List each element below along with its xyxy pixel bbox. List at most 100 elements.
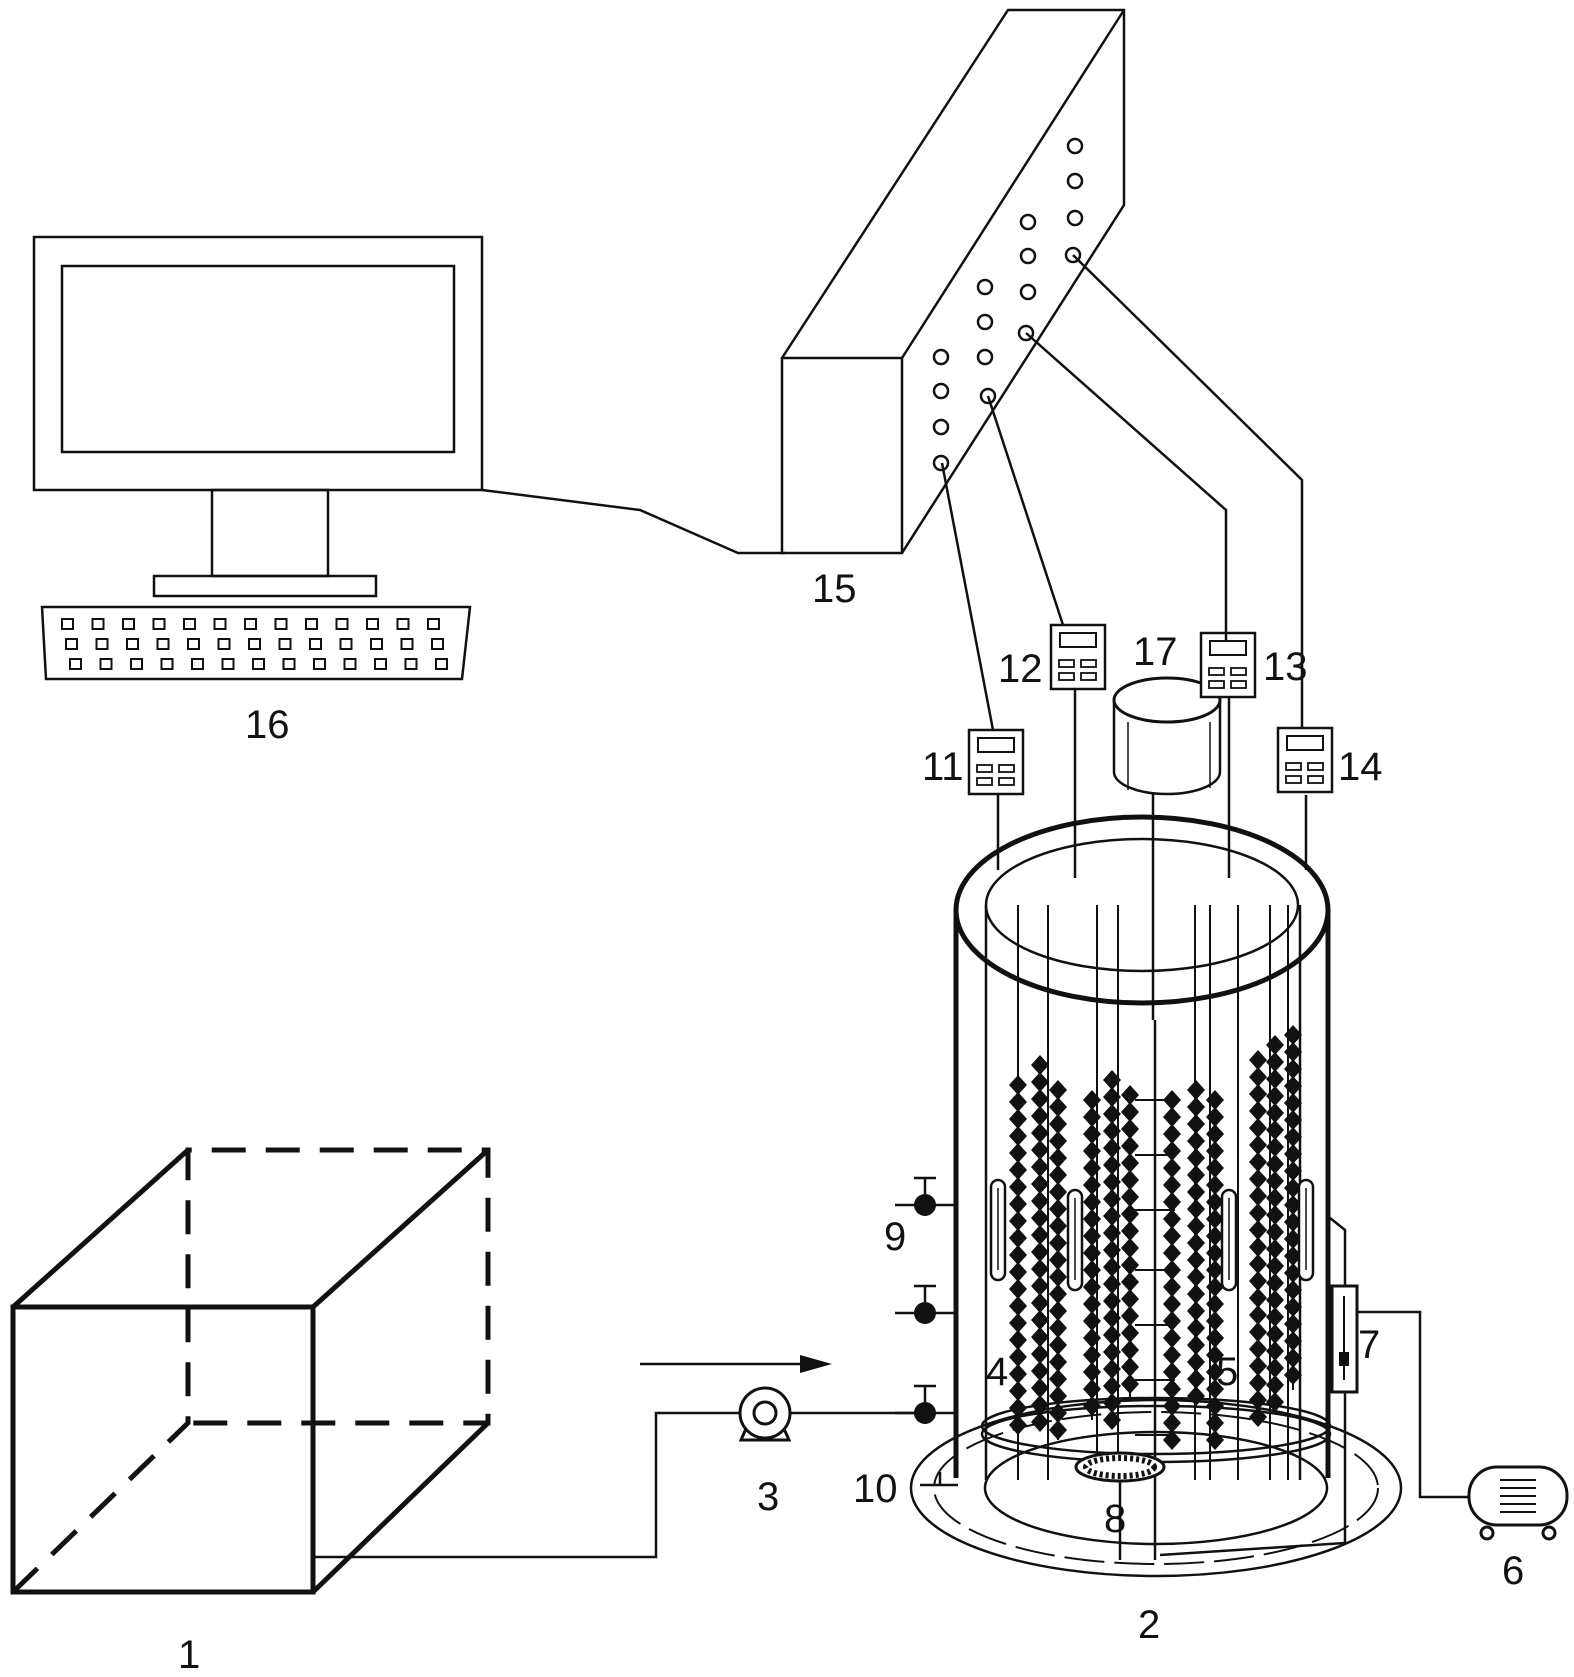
filler-diamond	[1031, 1140, 1049, 1160]
filler-diamond	[1103, 1291, 1121, 1311]
filler-diamond	[1103, 1070, 1121, 1090]
filler-diamond	[1163, 1396, 1181, 1416]
filler-diamond	[1206, 1158, 1224, 1178]
filler-diamond	[1103, 1155, 1121, 1175]
filler-diamond	[1284, 1161, 1302, 1181]
filler-diamond	[1266, 1171, 1284, 1191]
filler-diamond	[1206, 1311, 1224, 1331]
filler-diamond	[1163, 1430, 1181, 1450]
filler-diamond	[1163, 1260, 1181, 1280]
filler-diamond	[1049, 1148, 1067, 1168]
filler-diamond	[1121, 1119, 1139, 1139]
filler-diamond	[1266, 1035, 1284, 1055]
key	[69, 658, 82, 670]
monitor-base	[152, 574, 378, 598]
filler-diamond	[1031, 1208, 1049, 1228]
filler-diamond	[1206, 1209, 1224, 1229]
filler-diamond	[1266, 1154, 1284, 1174]
filler-diamond	[1284, 1263, 1302, 1283]
filler-diamond	[1121, 1272, 1139, 1292]
filler-diamond	[1249, 1101, 1267, 1121]
filler-diamond	[1083, 1260, 1101, 1280]
key	[274, 618, 288, 630]
filler-diamond	[1187, 1233, 1205, 1253]
filler-diamond	[1083, 1294, 1101, 1314]
key	[99, 658, 113, 670]
filler-diamond	[1083, 1277, 1101, 1297]
air-supply-line	[1159, 1392, 1347, 1557]
tank-edge	[311, 1148, 490, 1309]
filler-diamond	[1163, 1379, 1181, 1399]
filler-diamond	[1103, 1240, 1121, 1260]
tank-hidden-edges	[11, 1147, 491, 1594]
filler-diamond	[1187, 1114, 1205, 1134]
filler-strings	[1009, 1025, 1302, 1450]
filler-diamond	[1083, 1158, 1101, 1178]
filler-diamond	[1049, 1233, 1067, 1253]
key	[339, 638, 353, 650]
filler-diamond	[1083, 1362, 1101, 1382]
filler-diamond	[1163, 1413, 1181, 1433]
filler-diamond	[1103, 1325, 1121, 1345]
filler-diamond	[1009, 1211, 1027, 1231]
filler-diamond	[1121, 1221, 1139, 1241]
filler-diamond	[1031, 1089, 1049, 1109]
filler-diamond	[1009, 1245, 1027, 1265]
filler-diamond	[1031, 1055, 1049, 1075]
filler-diamond	[1049, 1420, 1067, 1440]
filler-diamond	[1249, 1322, 1267, 1342]
label-light-source: 17	[1133, 630, 1178, 674]
filler-diamond	[1031, 1412, 1049, 1432]
label-aerator: 8	[1104, 1497, 1126, 1541]
filler-diamond	[1284, 1093, 1302, 1113]
filler-diamond	[1121, 1255, 1139, 1275]
filler-diamond	[1284, 1246, 1302, 1266]
filler-diamond	[1049, 1352, 1067, 1372]
filler-diamond	[1049, 1318, 1067, 1338]
meter-display	[1209, 640, 1247, 656]
flow-arrow	[640, 1355, 832, 1373]
filler-diamond	[1049, 1403, 1067, 1423]
filler-diamond	[1163, 1243, 1181, 1263]
logger-body	[780, 8, 1126, 555]
filler-diamond	[1049, 1114, 1067, 1134]
filler-diamond	[1187, 1199, 1205, 1219]
filler-diamond	[1083, 1090, 1101, 1110]
port	[1019, 283, 1037, 301]
filler-diamond	[1187, 1097, 1205, 1117]
filler-diamond	[1103, 1342, 1121, 1362]
key	[335, 618, 349, 630]
filler-diamond	[1083, 1311, 1101, 1331]
monitor-screen	[60, 264, 456, 454]
meter-button	[1285, 762, 1302, 771]
key	[65, 638, 78, 650]
key	[160, 658, 174, 670]
filler-diamond	[1266, 1375, 1284, 1395]
meter-button	[976, 764, 993, 773]
filler-diamond	[1249, 1067, 1267, 1087]
filler-diamond	[1009, 1126, 1027, 1146]
filler-diamond	[1206, 1124, 1224, 1144]
filler-diamond	[1103, 1257, 1121, 1277]
filler-diamond	[1009, 1364, 1027, 1384]
reactor-column	[909, 814, 1403, 1578]
filler-diamond	[1163, 1209, 1181, 1229]
port	[1019, 247, 1037, 265]
filler-diamond	[1031, 1174, 1049, 1194]
filler-diamond	[1187, 1386, 1205, 1406]
filler-diamond	[1206, 1277, 1224, 1297]
meter-button	[1307, 775, 1324, 784]
filler-diamond	[1249, 1152, 1267, 1172]
filler-diamond	[1284, 1110, 1302, 1130]
filler-diamond	[1031, 1123, 1049, 1143]
base-groove	[933, 1411, 1379, 1565]
filler-diamond	[1103, 1393, 1121, 1413]
filler-diamond	[1206, 1396, 1224, 1416]
key	[278, 638, 292, 650]
sensor-cables	[940, 254, 1308, 878]
port	[1019, 213, 1037, 231]
port	[1066, 209, 1084, 227]
filler-diamond	[1284, 1059, 1302, 1079]
filler-diamond	[1009, 1347, 1027, 1367]
meter-display	[977, 737, 1015, 753]
